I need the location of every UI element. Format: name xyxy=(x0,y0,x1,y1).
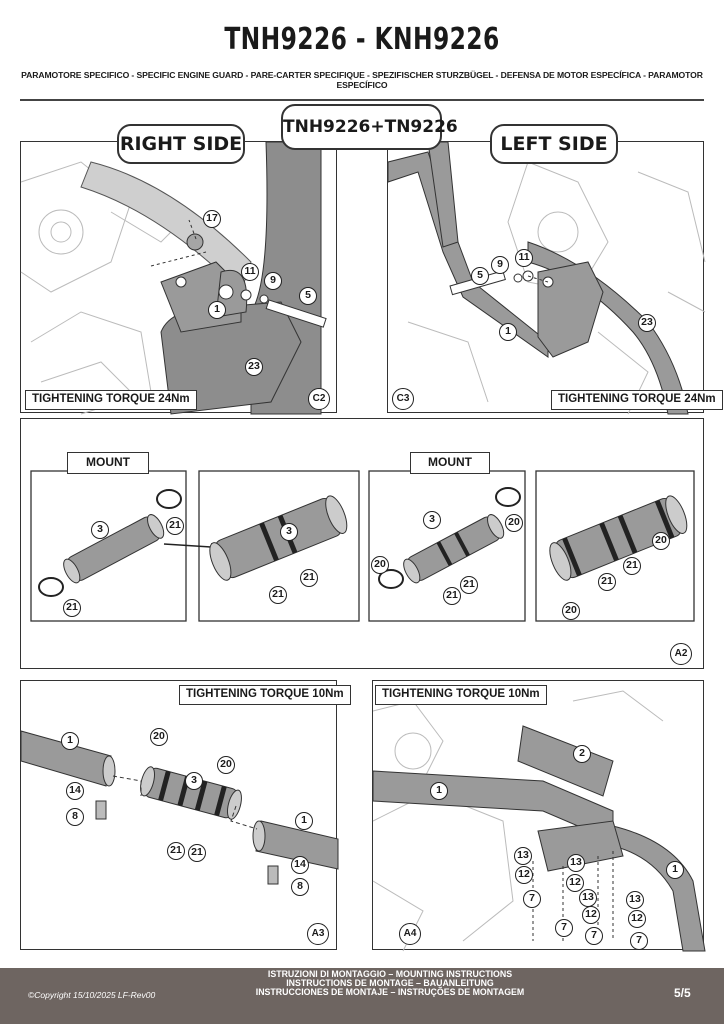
mount-panel: MOUNT MOUNT 3 21 21 3 21 21 3 20 20 21 2… xyxy=(20,418,704,669)
part-callout: 21 xyxy=(166,517,184,535)
part-callout: 7 xyxy=(555,919,573,937)
figure-ref: A4 xyxy=(399,923,421,945)
part-callout: 23 xyxy=(638,314,656,332)
part-callout: 21 xyxy=(623,557,641,575)
torque-label: TIGHTENING TORQUE 10Nm xyxy=(179,685,351,705)
part-callout: 21 xyxy=(269,586,287,604)
part-callout: 1 xyxy=(430,782,448,800)
copyright-text: ©Copyright 15/10/2025 LF-Rev00 xyxy=(28,990,156,1000)
right-side-panel: RIGHT SIDE 17 11 9 5 1 23 TIGHTENING TOR… xyxy=(20,124,337,415)
part-callout: 12 xyxy=(566,874,584,892)
figure-ref: A2 xyxy=(670,643,692,665)
assembly-panel-a4: TIGHTENING TORQUE 10Nm 2 1 13 13 12 12 1… xyxy=(372,680,706,952)
part-callout: 5 xyxy=(299,287,317,305)
part-callout: 13 xyxy=(514,847,532,865)
left-side-panel: LEFT SIDE 11 9 5 1 23 C3 TIGHTENING TORQ… xyxy=(387,124,723,415)
footer-line: ISTRUZIONI DI MONTAGGIO – MOUNTING INSTR… xyxy=(267,969,513,979)
part-callout: 21 xyxy=(443,587,461,605)
part-callout: 3 xyxy=(423,511,441,529)
part-callout: 21 xyxy=(598,573,616,591)
footer-line: INSTRUCCIONES DE MONTAJE – INSTRUÇÕES DE… xyxy=(255,986,525,997)
assembly-panel-a3: TIGHTENING TORQUE 10Nm 1 20 20 3 14 8 21… xyxy=(20,680,351,950)
part-callout: 3 xyxy=(91,521,109,539)
figure-ref: C2 xyxy=(308,388,330,410)
part-callout: 9 xyxy=(264,272,282,290)
assembly-illustration xyxy=(20,730,339,885)
part-callout: 3 xyxy=(185,772,203,790)
page-subtitle: PARAMOTORE SPECIFICO - SPECIFIC ENGINE G… xyxy=(21,70,703,90)
part-callout: 2 xyxy=(573,745,591,763)
part-callout: 12 xyxy=(628,910,646,928)
part-callout: 11 xyxy=(515,249,533,267)
part-callout: 12 xyxy=(515,866,533,884)
torque-label: TIGHTENING TORQUE 24Nm xyxy=(25,390,197,410)
figure-ref: A3 xyxy=(307,923,329,945)
part-callout: 7 xyxy=(630,932,648,950)
part-callout: 11 xyxy=(241,263,259,281)
part-callout: 1 xyxy=(666,861,684,879)
page-number: 5/5 xyxy=(674,986,691,1000)
mount-label: MOUNT xyxy=(410,452,490,474)
part-callout: 14 xyxy=(291,856,309,874)
right-side-label: RIGHT SIDE xyxy=(117,124,245,164)
left-side-label: LEFT SIDE xyxy=(490,124,618,164)
part-callout: 13 xyxy=(567,854,585,872)
part-callout: 1 xyxy=(208,301,226,319)
part-callout: 5 xyxy=(471,267,489,285)
part-callout: 3 xyxy=(280,523,298,541)
part-callout: 21 xyxy=(167,842,185,860)
part-callout: 9 xyxy=(491,256,509,274)
part-callout: 7 xyxy=(523,890,541,908)
figure-ref: C3 xyxy=(392,388,414,410)
part-callout: 23 xyxy=(245,358,263,376)
right-side-illustration xyxy=(20,141,327,415)
footer-line: INSTRUCTIONS DE MONTAGE – BAUANLEITUNG xyxy=(286,977,494,988)
part-callout: 7 xyxy=(585,927,603,945)
torque-label: TIGHTENING TORQUE 10Nm xyxy=(375,685,547,705)
header-divider xyxy=(20,99,704,101)
part-callout: 12 xyxy=(582,906,600,924)
part-callout: 1 xyxy=(499,323,517,341)
part-callout: 13 xyxy=(626,891,644,909)
part-callout: 14 xyxy=(66,782,84,800)
footer-bar xyxy=(0,968,724,1024)
mount-label: MOUNT xyxy=(67,452,149,474)
part-callout: 21 xyxy=(63,599,81,617)
part-callout: 21 xyxy=(188,844,206,862)
part-callout: 1 xyxy=(61,732,79,750)
part-callout: 20 xyxy=(652,532,670,550)
part-callout: 20 xyxy=(150,728,168,746)
part-callout: 1 xyxy=(295,812,313,830)
part-callout: 21 xyxy=(460,576,478,594)
page-title: TNH9226 - KNH9226 xyxy=(224,22,500,57)
part-callout: 8 xyxy=(291,878,309,896)
part-callout: 20 xyxy=(217,756,235,774)
part-callout: 20 xyxy=(505,514,523,532)
model-label: TNH9226+TN9226 xyxy=(281,104,458,150)
torque-label: TIGHTENING TORQUE 24Nm xyxy=(551,390,723,410)
part-callout: 8 xyxy=(66,808,84,826)
assembly-illustration xyxy=(372,690,706,952)
left-side-illustration xyxy=(387,141,706,415)
part-callout: 13 xyxy=(579,889,597,907)
part-callout: 21 xyxy=(300,569,318,587)
part-callout: 20 xyxy=(371,556,389,574)
part-callout: 17 xyxy=(203,210,221,228)
footer-instructions: ISTRUZIONI DI MONTAGGIO – MOUNTING INSTR… xyxy=(190,970,590,996)
part-callout: 20 xyxy=(562,602,580,620)
mount-illustration xyxy=(30,470,695,622)
